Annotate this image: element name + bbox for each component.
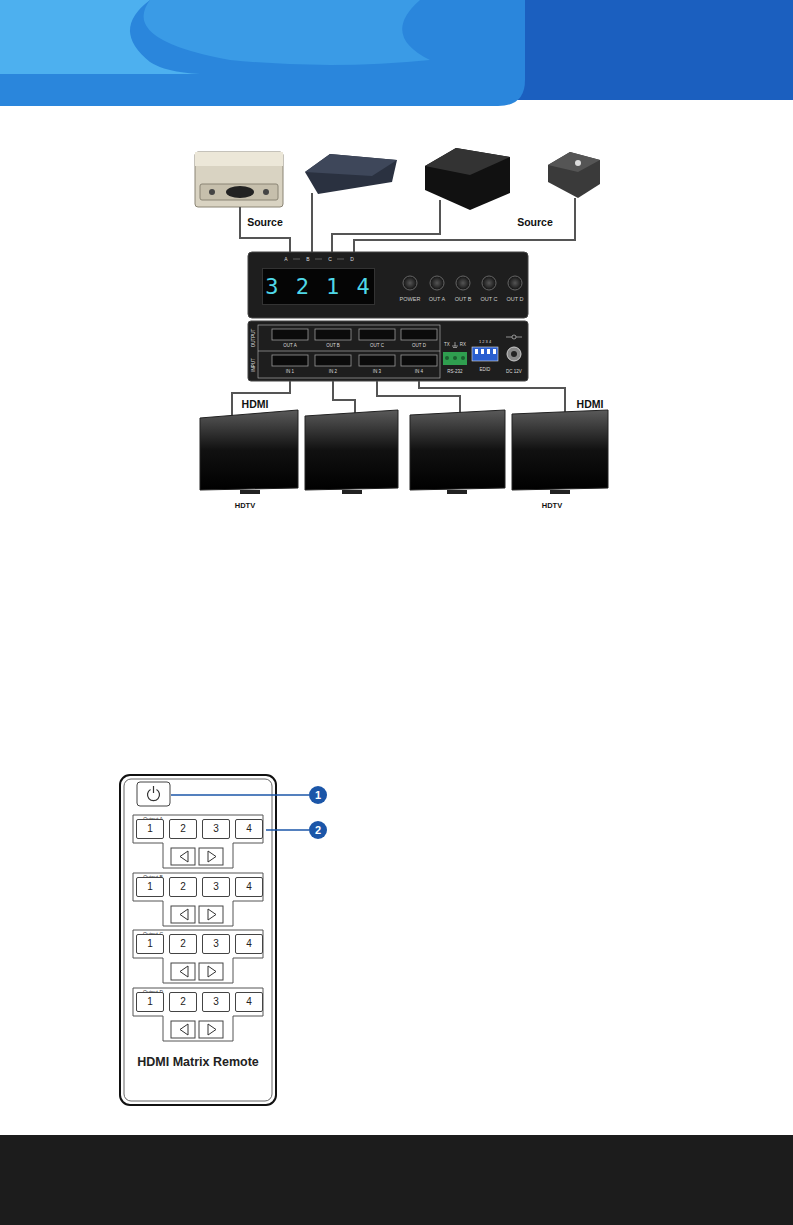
input-letter: D — [350, 257, 354, 262]
panel-label: OUTPUT — [252, 329, 257, 348]
panel-label: OUT D — [412, 344, 426, 349]
panel-label: IN 3 — [373, 370, 381, 375]
button-group: Output C1234 — [131, 928, 265, 985]
source-devices — [195, 148, 600, 210]
footer-bar — [0, 1135, 793, 1225]
panel-label: IN 4 — [415, 370, 423, 375]
remote-button: 2 — [169, 877, 197, 897]
button-number: 1 — [147, 997, 153, 1007]
button-number: 2 — [180, 824, 186, 834]
input-letter: A — [284, 257, 287, 262]
panel-label: RX — [460, 343, 466, 348]
callout-number: 2 — [315, 825, 321, 836]
panel-label: OUT A — [429, 297, 445, 303]
panel-label: 1 2 3 4 — [479, 340, 491, 344]
rear-panel: OUTPUT OUT A OUT B OUT C OUT D INPUT IN 1 IN 2 I… — [248, 321, 528, 381]
button-number: 1 — [147, 939, 153, 949]
cable-label: HDMI — [242, 399, 269, 410]
input-letter: C — [328, 257, 332, 262]
panel-label: DC 12V — [506, 370, 522, 375]
status-display: 3 2 1 4 — [262, 268, 375, 305]
source-label: Source — [247, 217, 283, 228]
input-letter: B — [306, 257, 309, 262]
button-number: 2 — [180, 882, 186, 892]
remote-button: 2 — [169, 819, 197, 839]
button-number: 4 — [246, 824, 252, 834]
remote-button: 3 — [202, 819, 230, 839]
panel-label: RS-232 — [447, 370, 462, 375]
source-label: Source — [517, 217, 553, 228]
panel-label: OUT C — [370, 344, 384, 349]
button-number: 3 — [213, 882, 219, 892]
remote-button: 1 — [136, 877, 164, 897]
hdtv-screens — [200, 410, 608, 494]
remote-button: 3 — [202, 877, 230, 897]
remote-name: HDMI Matrix Remote — [137, 1056, 259, 1069]
button-number: 2 — [180, 939, 186, 949]
remote-button: 2 — [169, 992, 197, 1012]
panel-label: INPUT — [252, 358, 257, 372]
callout-number: 1 — [315, 790, 321, 801]
remote-body — [120, 775, 276, 1105]
button-number: 3 — [213, 939, 219, 949]
button-number: 4 — [246, 997, 252, 1007]
panel-label: POWER — [400, 297, 421, 303]
remote-button: 1 — [136, 819, 164, 839]
panel-label: OUT D — [506, 297, 523, 303]
button-number: 1 — [147, 824, 153, 834]
button-group: Output B1234 — [131, 871, 265, 928]
button-number: 4 — [246, 939, 252, 949]
remote-button: 1 — [136, 934, 164, 954]
remote-button: 4 — [235, 819, 263, 839]
remote-button: 4 — [235, 934, 263, 954]
panel-label: EDID — [480, 368, 491, 373]
front-panel — [248, 252, 528, 318]
header-banner — [0, 0, 793, 106]
remote-button: 4 — [235, 992, 263, 1012]
display-label: HDTV — [542, 502, 562, 510]
remote-button: 4 — [235, 877, 263, 897]
remote-control: HDMI Matrix RemoteOutput A1234Output B12… — [120, 775, 276, 1105]
rear-panel — [248, 321, 528, 381]
remote-button: 2 — [169, 934, 197, 954]
button-number: 4 — [246, 882, 252, 892]
source-wires — [240, 193, 575, 252]
panel-label: OUT B — [326, 344, 340, 349]
remote-button: 1 — [136, 992, 164, 1012]
button-number: 1 — [147, 882, 153, 892]
cable-label: HDMI — [577, 399, 604, 410]
panel-label: IN 1 — [286, 370, 294, 375]
button-number: 2 — [180, 997, 186, 1007]
button-group: Output D1234 — [131, 986, 265, 1043]
remote-button: 3 — [202, 934, 230, 954]
display-label: HDTV — [235, 502, 255, 510]
display-digits: 3 2 1 4 — [265, 276, 372, 298]
panel-label: TX — [444, 343, 450, 348]
button-number: 3 — [213, 824, 219, 834]
panel-label: OUT B — [455, 297, 472, 303]
panel-label: IN 2 — [329, 370, 337, 375]
front-panel: POWER OUT A OUT B OUT C OUT D 3 2 1 4 — [248, 252, 528, 318]
button-number: 3 — [213, 997, 219, 1007]
panel-label: OUT C — [480, 297, 497, 303]
panel-label: OUT A — [283, 344, 296, 349]
button-group: Output A1234 — [131, 813, 265, 870]
remote-button: 3 — [202, 992, 230, 1012]
